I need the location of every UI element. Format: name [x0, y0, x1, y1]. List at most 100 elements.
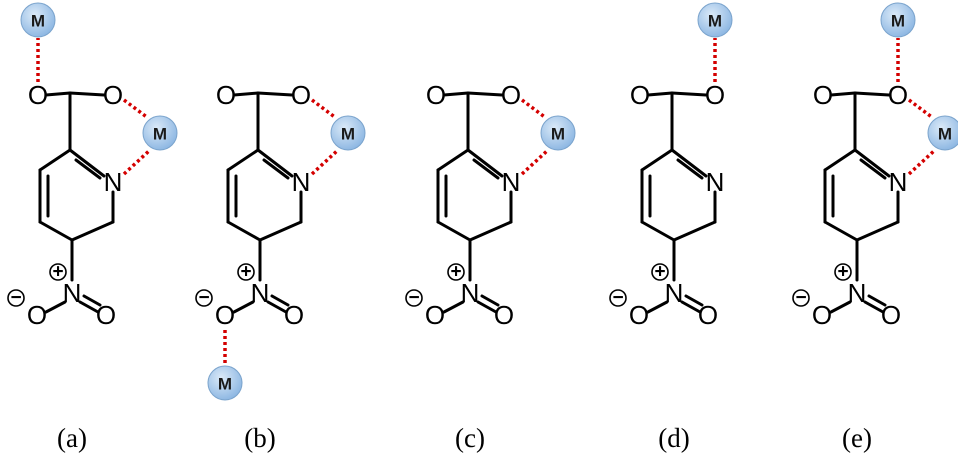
pyridine-nitrogen-atom: N: [706, 167, 725, 197]
metal-sphere: [330, 115, 366, 151]
bond-c7-o-left: [44, 91, 72, 97]
charge-ring: [792, 289, 810, 307]
bond-c2-n: [670, 148, 708, 178]
nitro-oxygen-left-atom: O: [215, 300, 235, 330]
coord-bond-nitrogen: [520, 148, 550, 176]
metal-sphere: [142, 115, 178, 151]
panel-caption: (d): [658, 423, 689, 453]
coord-bond-oxygen: [907, 98, 935, 120]
charge-sign: +: [654, 262, 665, 283]
bond-c7-o-left: [232, 91, 260, 97]
bond-nitro-o-right-1: [78, 300, 100, 314]
bond-c7-o-right: [466, 91, 504, 97]
bond-c7-o-right: [670, 91, 708, 97]
bond-nitro-o-left: [829, 300, 852, 314]
bond-c7-o-left: [442, 91, 470, 97]
negative-charge: −: [195, 288, 213, 309]
nitro-oxygen-right-atom: O: [881, 300, 901, 330]
nitro-oxygen-right-atom: O: [96, 300, 116, 330]
oxygen-left-atom: O: [813, 80, 833, 110]
bond-nitro-o-left: [44, 300, 67, 314]
coord-bond-nitrogen: [907, 148, 937, 176]
charge-ring: [195, 289, 213, 307]
charge-sign: −: [612, 288, 623, 309]
nitro-nitrogen-atom: N: [63, 278, 82, 308]
nitro-oxygen-left-atom: O: [812, 300, 832, 330]
metal-label: M: [153, 125, 167, 144]
charge-ring: [651, 263, 669, 281]
bond-nitro-o-left: [646, 300, 669, 314]
nitro-oxygen-right-atom: O: [698, 300, 718, 330]
charge-sign: −: [10, 288, 21, 309]
metal-chelate: M: [927, 115, 958, 151]
bond-c2-n: [68, 148, 106, 178]
positive-charge: +: [49, 262, 67, 283]
oxygen-right-atom: O: [501, 80, 521, 110]
positive-charge: +: [237, 262, 255, 283]
bond-c7-o-left: [829, 91, 857, 97]
bond-c2-n-inner: [262, 158, 290, 180]
metal-chelate: M: [330, 115, 366, 151]
bond-c5-c4: [823, 220, 859, 242]
bond-c6-c5: [258, 220, 303, 242]
metal-top: M: [20, 2, 56, 38]
metal-chelate: M: [142, 115, 178, 151]
nitro-nitrogen-atom: N: [665, 278, 684, 308]
pyridine-nitrogen-atom: N: [292, 167, 311, 197]
charge-sign: +: [240, 262, 251, 283]
oxygen-right-atom: O: [888, 80, 908, 110]
bond-c3-c2: [823, 148, 857, 172]
metal-sphere: [880, 2, 916, 38]
pyridine-nitrogen-atom: N: [104, 167, 123, 197]
metal-sphere: [927, 115, 958, 151]
bond-c3-c2: [640, 148, 674, 172]
bond-c7-o-right: [853, 91, 891, 97]
oxygen-right-atom: O: [291, 80, 311, 110]
oxygen-left-atom: O: [630, 80, 650, 110]
coord-bond-nitrogen: [310, 148, 340, 176]
charge-ring: [834, 263, 852, 281]
charge-sign: −: [408, 288, 419, 309]
metal-label: M: [891, 12, 905, 31]
metal-sphere: [207, 365, 243, 401]
nitro-oxygen-left-atom: O: [425, 300, 445, 330]
oxygen-left-atom: O: [216, 80, 236, 110]
nitro-oxygen-right-atom: O: [494, 300, 514, 330]
bond-c3-c2: [38, 148, 72, 172]
metal-label: M: [551, 125, 565, 144]
oxygen-left-atom: O: [28, 80, 48, 110]
charge-ring: [609, 289, 627, 307]
pyridine-nitrogen-atom: N: [502, 167, 521, 197]
metal-top: M: [880, 2, 916, 38]
metal-chelate: M: [540, 115, 576, 151]
bond-nitro-o-right-2: [82, 294, 102, 307]
nitro-nitrogen-atom: N: [251, 278, 270, 308]
negative-charge: −: [405, 288, 423, 309]
bond-c3-c2: [226, 148, 260, 172]
charge-ring: [237, 263, 255, 281]
nitro-oxygen-right-atom: O: [284, 300, 304, 330]
bond-c3-c2: [436, 148, 470, 172]
bond-c5-c4: [436, 220, 472, 242]
panel-caption: (a): [57, 423, 87, 453]
bond-nitro-o-right-1: [863, 300, 885, 314]
negative-charge: −: [609, 288, 627, 309]
negative-charge: −: [792, 288, 810, 309]
bond-c2-n: [853, 148, 891, 178]
metal-sphere: [697, 2, 733, 38]
coord-bond-oxygen: [310, 98, 338, 120]
bond-nitro-o-left: [442, 300, 465, 314]
bond-nitro-o-left: [232, 300, 255, 314]
charge-sign: +: [450, 262, 461, 283]
bond-c7-o-right: [68, 91, 106, 97]
bond-nitro-o-right-1: [680, 300, 702, 314]
bond-nitro-o-right-1: [266, 300, 288, 314]
bond-c2-n-inner: [859, 158, 887, 180]
positive-charge: +: [834, 262, 852, 283]
bond-c6-c5: [855, 220, 900, 242]
